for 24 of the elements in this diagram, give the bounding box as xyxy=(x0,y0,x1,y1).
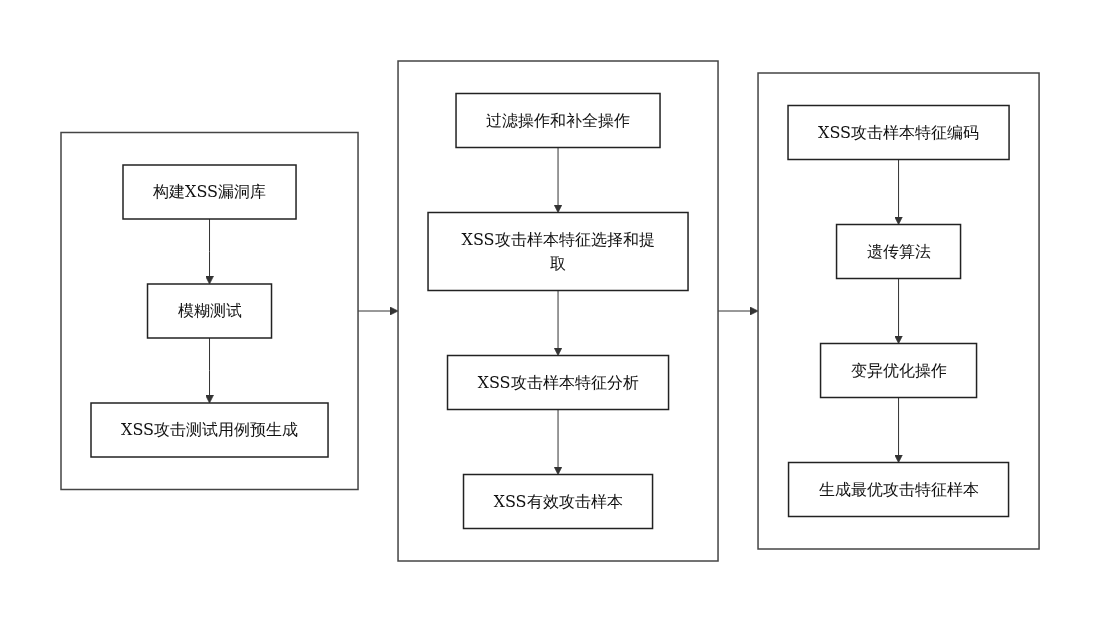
node-box: XSS攻击样本特征选择和提取 xyxy=(427,211,690,291)
cluster xyxy=(60,131,360,490)
node-box: XSS有效攻击样本 xyxy=(463,473,654,529)
node-box: 构建XSS漏洞库 xyxy=(122,163,298,220)
arrow xyxy=(554,408,563,475)
node-box: 变异优化操作 xyxy=(820,342,978,398)
node-box: XSS攻击测试用例预生成 xyxy=(90,401,330,458)
node-box: 过滤操作和补全操作 xyxy=(455,92,662,148)
arrow xyxy=(894,277,904,344)
cluster xyxy=(397,59,720,562)
node-box: XSS攻击样本特征分析 xyxy=(447,354,670,410)
cluster xyxy=(757,71,1041,550)
node-box: 模糊测试 xyxy=(147,282,273,339)
arrow xyxy=(358,306,399,315)
node-box: 遗传算法 xyxy=(836,223,962,279)
node-box: XSS攻击样本特征编码 xyxy=(787,104,1011,160)
node-box: 生成最优攻击特征样本 xyxy=(788,461,1010,517)
arrow xyxy=(205,218,215,284)
arrow xyxy=(718,306,759,315)
arrow xyxy=(205,337,215,403)
arrow xyxy=(894,396,904,463)
arrow xyxy=(554,146,563,213)
arrow xyxy=(894,158,904,225)
arrow xyxy=(554,289,563,356)
